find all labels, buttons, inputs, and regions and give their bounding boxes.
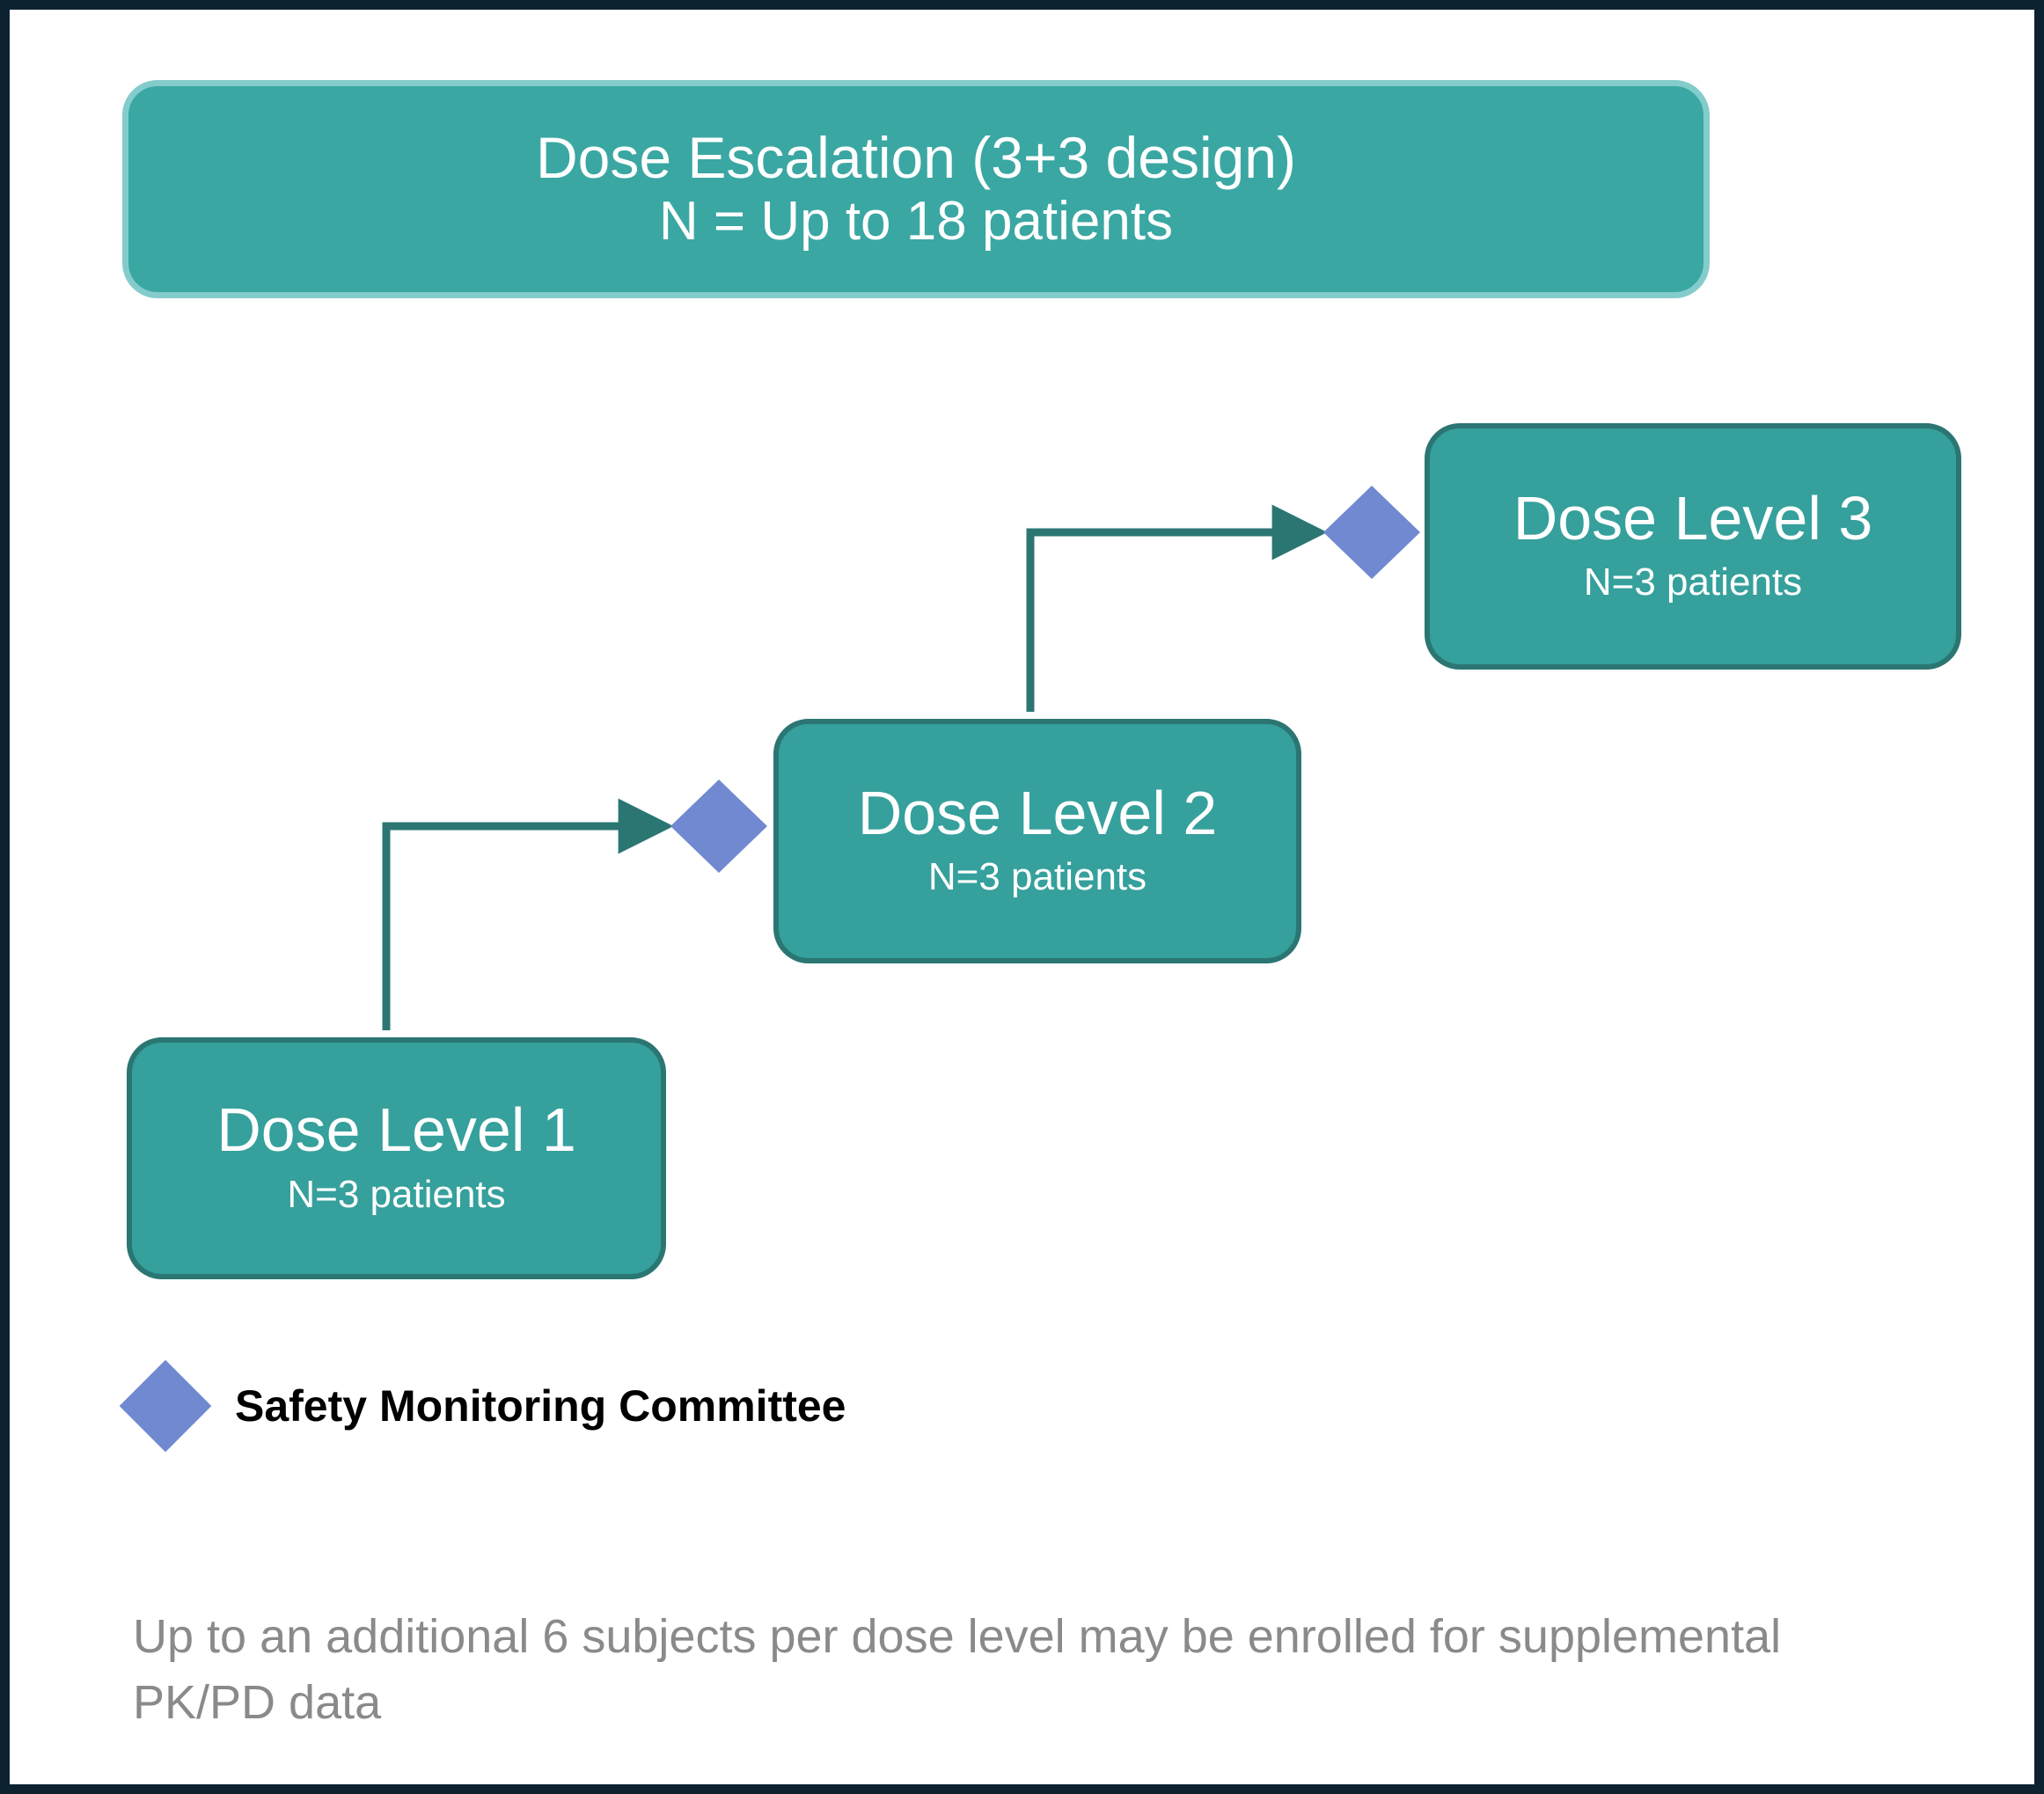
footnote-text: Up to an additional 6 subjects per dose …	[133, 1610, 1782, 1729]
connector-level2-to-level3	[1026, 504, 1328, 712]
study-title: Dose Escalation (3+3 design)	[536, 125, 1296, 191]
dose-level-2-subtitle: N=3 patients	[927, 855, 1147, 899]
dose-level-3-box[interactable]: Dose Level 3 N=3 patients	[1425, 423, 1961, 670]
legend-diamond-icon	[119, 1359, 212, 1453]
dose-level-3-title: Dose Level 3	[1513, 483, 1873, 553]
study-header-banner: Dose Escalation (3+3 design) N = Up to 1…	[122, 80, 1710, 298]
connector-level1-to-level2	[382, 798, 674, 1030]
diagram-canvas: Dose Escalation (3+3 design) N = Up to 1…	[10, 10, 2034, 1784]
dose-level-3-subtitle: N=3 patients	[1583, 560, 1803, 604]
study-sample-size: N = Up to 18 patients	[658, 191, 1174, 253]
dose-level-1-title: Dose Level 1	[216, 1095, 576, 1165]
safety-committee-diamond-icon-1	[670, 780, 767, 873]
dose-level-2-title: Dose Level 2	[857, 778, 1218, 847]
dose-level-2-box[interactable]: Dose Level 2 N=3 patients	[773, 719, 1301, 963]
legend-label: Safety Monitoring Committee	[235, 1381, 846, 1431]
dose-level-1-box[interactable]: Dose Level 1 N=3 patients	[127, 1037, 666, 1279]
safety-committee-diamond-icon-2	[1323, 486, 1420, 579]
legend: Safety Monitoring Committee	[119, 1359, 846, 1453]
dose-level-1-subtitle: N=3 patients	[287, 1172, 506, 1216]
